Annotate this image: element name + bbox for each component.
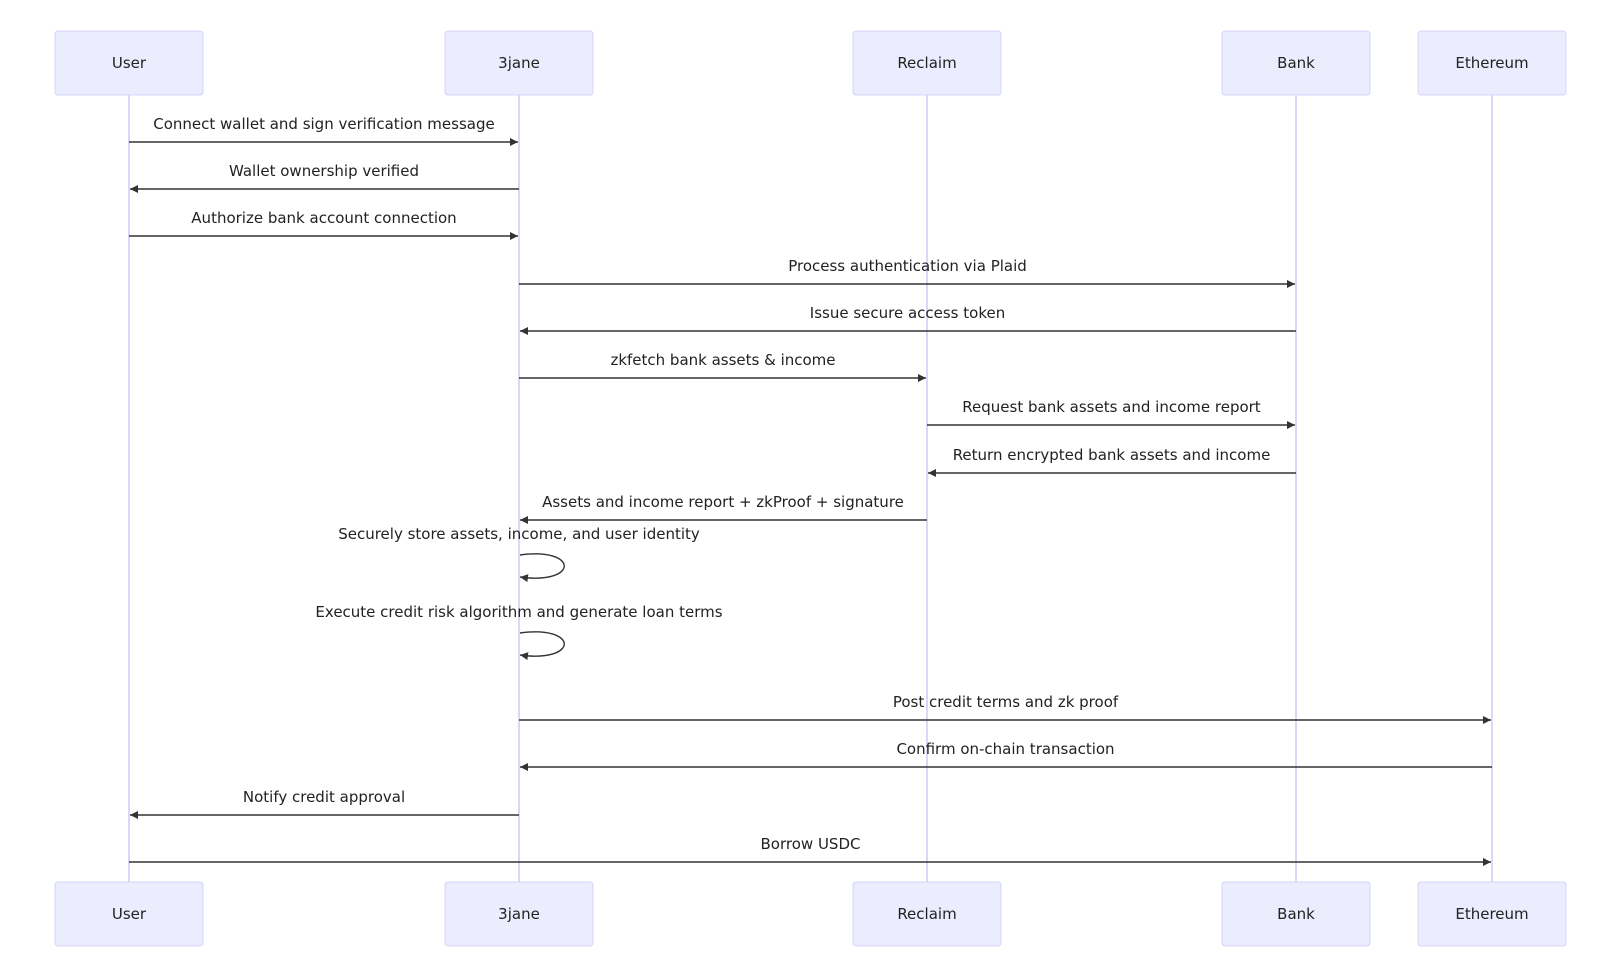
- message: Execute credit risk algorithm and genera…: [315, 603, 723, 661]
- message-label: Confirm on-chain transaction: [896, 740, 1114, 758]
- actor-box: [1417, 30, 1567, 96]
- actor-label: Bank: [1277, 905, 1315, 923]
- message: Request bank assets and income report: [927, 398, 1295, 429]
- actor-box: [1221, 30, 1371, 96]
- message-label: Return encrypted bank assets and income: [953, 446, 1271, 464]
- actor-user-bottom: User: [54, 881, 204, 947]
- actor-label: User: [112, 54, 147, 72]
- message-label: Request bank assets and income report: [962, 398, 1261, 416]
- message-label: Process authentication via Plaid: [788, 257, 1027, 275]
- message: Return encrypted bank assets and income: [928, 446, 1296, 477]
- message: zkfetch bank assets & income: [519, 351, 926, 382]
- actor-reclaim-bottom: Reclaim: [852, 881, 1002, 947]
- message: Confirm on-chain transaction: [520, 740, 1492, 771]
- message: Connect wallet and sign verification mes…: [129, 115, 518, 146]
- actor-bank-bottom: Bank: [1221, 881, 1371, 947]
- actor-label: 3jane: [498, 905, 540, 923]
- message: Process authentication via Plaid: [519, 257, 1295, 288]
- message: Borrow USDC: [129, 835, 1491, 866]
- message: Assets and income report + zkProof + sig…: [520, 493, 927, 524]
- actor-label: Bank: [1277, 54, 1315, 72]
- actor-label: 3jane: [498, 54, 540, 72]
- message: Wallet ownership verified: [130, 162, 519, 193]
- actor-box: [54, 30, 204, 96]
- actor-threejane-bottom: 3jane: [444, 881, 594, 947]
- actor-ethereum-top: Ethereum: [1417, 30, 1567, 96]
- message-label: Borrow USDC: [761, 835, 861, 853]
- message-label: Connect wallet and sign verification mes…: [153, 115, 494, 133]
- message-label: Securely store assets, income, and user …: [338, 525, 700, 543]
- message-label: Wallet ownership verified: [229, 162, 419, 180]
- actor-reclaim-top: Reclaim: [852, 30, 1002, 96]
- actor-label: Reclaim: [897, 54, 956, 72]
- actor-box: [54, 881, 204, 947]
- message-label: zkfetch bank assets & income: [610, 351, 835, 369]
- actor-box: [444, 881, 594, 947]
- self-message-arrow: [519, 553, 565, 583]
- message-label: Execute credit risk algorithm and genera…: [315, 603, 722, 621]
- actor-box: [852, 881, 1002, 947]
- actor-label: Ethereum: [1455, 905, 1528, 923]
- message-label: Issue secure access token: [810, 304, 1005, 322]
- actor-label: Reclaim: [897, 905, 956, 923]
- lifelines: [128, 95, 1493, 882]
- message: Authorize bank account connection: [129, 209, 518, 240]
- actor-label: Ethereum: [1455, 54, 1528, 72]
- message-label: Post credit terms and zk proof: [893, 693, 1119, 711]
- actors-top: User 3jane Reclaim Bank Ethereum: [54, 30, 1567, 96]
- messages: Connect wallet and sign verification mes…: [129, 115, 1492, 866]
- message: Post credit terms and zk proof: [519, 693, 1491, 724]
- actor-bank-top: Bank: [1221, 30, 1371, 96]
- actor-ethereum-bottom: Ethereum: [1417, 881, 1567, 947]
- actor-threejane-top: 3jane: [444, 30, 594, 96]
- self-message-arrow: [519, 631, 565, 661]
- message-label: Notify credit approval: [243, 788, 405, 806]
- actors-bottom: User 3jane Reclaim Bank Ethereum: [54, 881, 1567, 947]
- message-label: Assets and income report + zkProof + sig…: [542, 493, 904, 511]
- actor-box: [852, 30, 1002, 96]
- message-label: Authorize bank account connection: [191, 209, 456, 227]
- actor-box: [1417, 881, 1567, 947]
- message: Issue secure access token: [520, 304, 1296, 335]
- actor-box: [444, 30, 594, 96]
- actor-label: User: [112, 905, 147, 923]
- actor-box: [1221, 881, 1371, 947]
- message: Securely store assets, income, and user …: [338, 525, 700, 583]
- actor-user-top: User: [54, 30, 204, 96]
- message: Notify credit approval: [130, 788, 519, 819]
